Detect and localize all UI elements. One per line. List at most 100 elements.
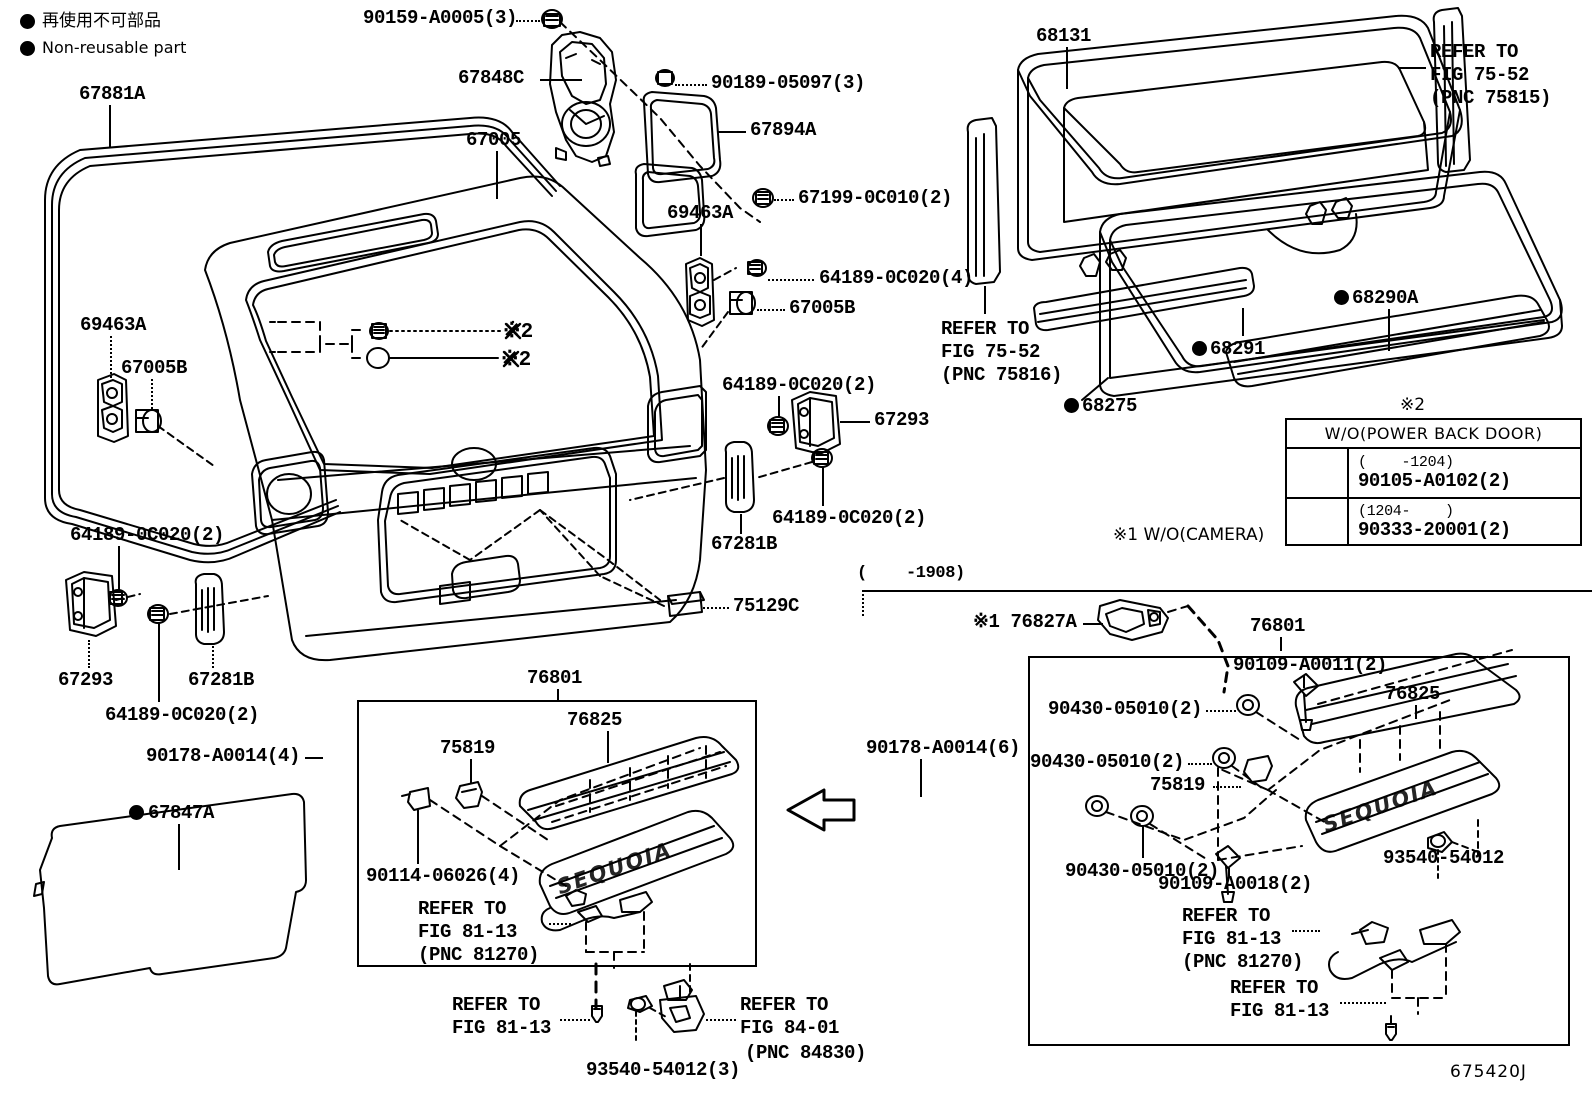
leader-90159: [516, 20, 540, 22]
leader-box-left-title: [557, 689, 559, 701]
leader-64189-left-2: [158, 622, 160, 702]
leader-68291: [1242, 308, 1244, 336]
pnc-84830: (PNC 84830): [745, 1042, 867, 1064]
leader-67847A: [178, 824, 180, 870]
part-label-68290A: 68290A: [1352, 287, 1419, 309]
part-label-90178-left: 90178-A0014(4): [146, 745, 301, 767]
leader-90178-left: [305, 757, 323, 759]
part-label-64189-mid-top: 64189-0C020(2): [722, 374, 877, 396]
box-76801-right: [1028, 656, 1570, 1046]
leader-64189-mid-4: [768, 279, 814, 281]
part-label-90159: 90159-A0005(3): [363, 7, 518, 29]
box-left-title-76801: 76801: [527, 667, 583, 689]
leader-refer-8113-left-below: [560, 1019, 590, 1021]
leader-76825-left: [607, 731, 609, 763]
part-label-67847A: 67847A: [148, 802, 215, 824]
part-label-67199: 67199-0C010(2): [798, 187, 953, 209]
leader-90189: [675, 84, 707, 86]
range-bracket-side: [862, 590, 864, 616]
leader-64189-mid-bot: [822, 466, 824, 506]
part-label-68275: 68275: [1082, 395, 1138, 417]
part-label-76825-left: 76825: [567, 709, 623, 731]
leader-67881A: [109, 105, 111, 148]
part-label-67293-left: 67293: [58, 669, 114, 691]
part-label-90178-right: 90178-A0014(6): [866, 737, 1021, 759]
leader-refer-8113-right-bottom: [1340, 1002, 1386, 1004]
part-label-67281B-left: 67281B: [188, 669, 255, 691]
note-1-camera: ※1 W/O(CAMERA): [1113, 525, 1265, 545]
callout-marker-2a: ※2: [503, 321, 534, 344]
part-label-64189-left: 64189-0C020(2): [70, 524, 225, 546]
part-label-64189-mid-bot: 64189-0C020(2): [772, 507, 927, 529]
box-76801-left: [357, 700, 757, 967]
part-label-90114-left: 90114-06026(4): [366, 865, 521, 887]
leader-67894A: [718, 131, 746, 133]
leader-box-right-title: [1280, 637, 1282, 651]
part-label-67005B-left: 67005B: [121, 357, 188, 379]
leader-90109-A0011: [1303, 676, 1305, 688]
part-label-68291: 68291: [1210, 338, 1266, 360]
callout-marker-2b: ※2: [501, 349, 532, 372]
spec-part-2: 90333-20001(2): [1358, 519, 1511, 541]
part-label-93540-left: 93540-54012(3): [586, 1059, 741, 1081]
part-label-64189-left-2: 64189-0C020(2): [105, 704, 260, 726]
legend-english: Non-reusable part: [42, 38, 187, 57]
part-label-90109-A0018: 90109-A0018(2): [1158, 873, 1313, 895]
non-reusable-dot-ja: [20, 14, 35, 29]
spec-range-2: (1204- ): [1358, 503, 1454, 520]
spec-table-row-1: ( -1204) 90105-A0102(2): [1287, 449, 1580, 497]
part-label-69463A-left: 69463A: [80, 314, 147, 336]
leader-90109-A0018: [1228, 868, 1230, 876]
part-label-69463A-mid: 69463A: [667, 202, 734, 224]
part-label-67281B-mid: 67281B: [711, 533, 778, 555]
range-bracket-top: [862, 590, 1592, 592]
spec-table: W/O(POWER BACK DOOR) ( -1204) 90105-A010…: [1285, 418, 1582, 546]
refer-fig-84-01-left: REFER TO FIG 84-01: [740, 994, 840, 1040]
leader-67199: [774, 199, 794, 201]
non-reusable-dot-68290A: [1334, 290, 1349, 305]
part-label-90430-a: 90430-05010(2): [1048, 698, 1203, 720]
part-label-75819-right: 75819: [1150, 774, 1206, 796]
leader-68290A: [1388, 309, 1390, 351]
grommet-icon: [1287, 499, 1349, 545]
leader-75819-left: [470, 759, 472, 783]
refer-fig-75-52-75816: REFER TO FIG 75-52 (PNC 75816): [941, 318, 1063, 387]
part-label-67005B-mid: 67005B: [789, 297, 856, 319]
refer-fig-81-13-left-below: REFER TO FIG 81-13: [452, 994, 552, 1040]
part-label-67005: 67005: [466, 129, 522, 151]
refer-fig-75-52-75815: REFER TO FIG 75-52 (PNC 75815): [1430, 41, 1552, 110]
leader-90430-a: [1206, 710, 1236, 712]
leader-64189-left: [118, 546, 120, 591]
spec-table-row-2: (1204- ) 90333-20001(2): [1287, 497, 1580, 545]
leader-refer-81270-left: [549, 923, 571, 925]
leader-90430-b: [1188, 763, 1212, 765]
part-label-90189: 90189-05097(3): [711, 72, 866, 94]
spec-range-1: ( -1204): [1358, 454, 1454, 471]
part-label-90430-b: 90430-05010(2): [1030, 751, 1185, 773]
spec-table-marker: ※2: [1400, 395, 1426, 415]
leader-refer-75815: [1398, 67, 1426, 69]
leader-75819-right: [1213, 786, 1241, 788]
part-label-75819-left: 75819: [440, 737, 496, 759]
diagram-id: 675420J: [1450, 1062, 1527, 1082]
non-reusable-dot-68291: [1192, 341, 1207, 356]
leader-67293-mid: [840, 421, 870, 423]
refer-fig-81-13-right-bottom: REFER TO FIG 81-13: [1230, 977, 1330, 1023]
leader-68131: [1066, 47, 1068, 89]
spec-part-1: 90105-A0102(2): [1358, 470, 1511, 492]
leader-67005B-left: [151, 379, 153, 409]
leader-refer-75816: [984, 286, 986, 314]
leader-90178-right: [920, 759, 922, 797]
part-label-68131: 68131: [1036, 25, 1092, 47]
part-label-75129C: 75129C: [733, 595, 800, 617]
leader-67848C: [540, 79, 582, 81]
refer-fig-81-13-81270-left: REFER TO FIG 81-13 (PNC 81270): [418, 898, 540, 967]
part-label-67881A: 67881A: [79, 83, 146, 105]
leader-90430-c: [1142, 826, 1144, 858]
non-reusable-dot-en: [20, 41, 35, 56]
part-label-67848C: 67848C: [458, 67, 525, 89]
part-label-76825-right: 76825: [1385, 683, 1441, 705]
non-reusable-dot-68275: [1064, 398, 1079, 413]
leader-67005B-mid: [757, 309, 785, 311]
